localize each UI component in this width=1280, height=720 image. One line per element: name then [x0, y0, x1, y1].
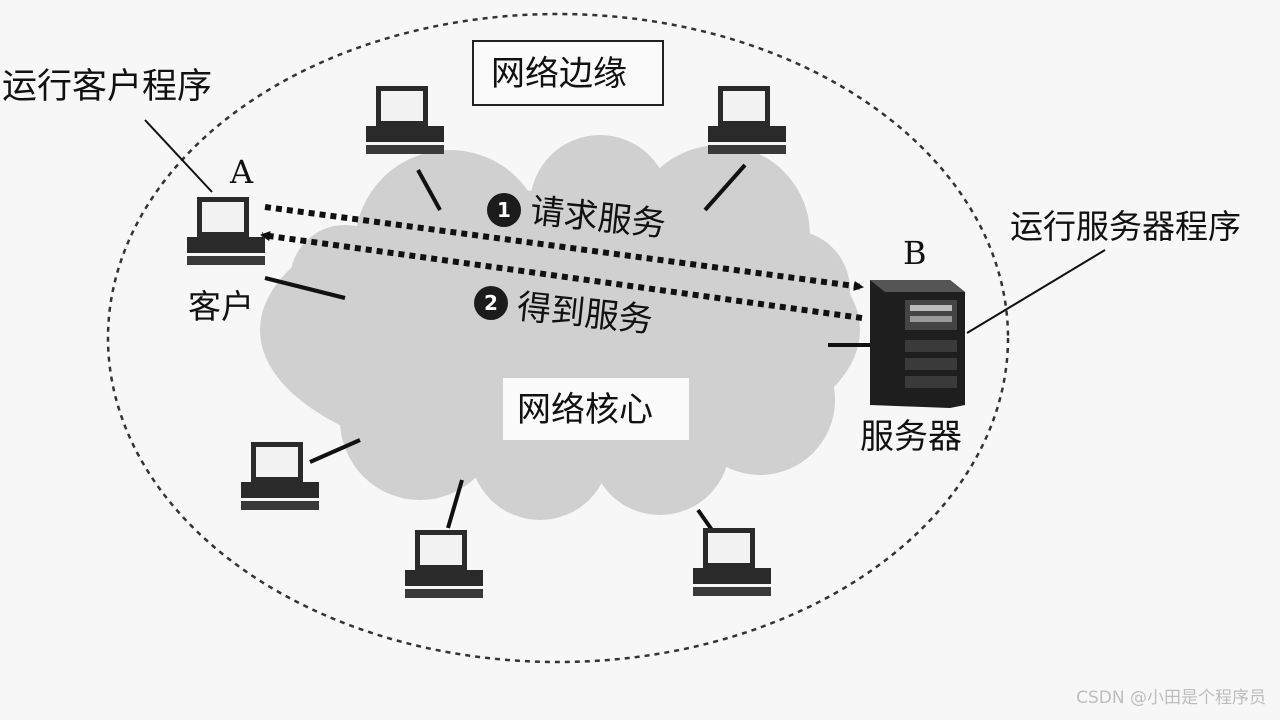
host-computer-icon — [241, 442, 319, 510]
server-name: 服务器 — [860, 417, 962, 457]
network-edge-label: 网络边缘 — [491, 54, 627, 94]
access-links — [264, 163, 872, 532]
server-letter: B — [903, 234, 927, 272]
network-core-box — [503, 378, 689, 440]
network-edge-boundary — [106, 12, 1010, 664]
client-leader-line — [144, 119, 213, 193]
network-edge-box — [472, 40, 664, 106]
server-icon — [870, 280, 965, 408]
step-1-badge: 1 — [487, 193, 521, 227]
request-arrow — [264, 204, 864, 291]
watermark: CSDN @小田是个程序员 — [1076, 688, 1266, 708]
server-leader-line — [966, 249, 1106, 334]
host-computer-icon — [708, 86, 786, 154]
client-caption: 运行客户程序 — [2, 67, 213, 107]
host-computer-icon — [405, 530, 483, 598]
host-computer-icon — [366, 86, 444, 154]
client-computer-icon — [187, 197, 265, 265]
client-letter: A — [230, 153, 254, 191]
network-core-label: 网络核心 — [517, 390, 653, 430]
response-arrow — [260, 231, 863, 321]
server-caption: 运行服务器程序 — [1010, 207, 1241, 246]
step-2-badge: 2 — [474, 286, 508, 320]
client-name: 客户 — [188, 287, 254, 326]
host-computer-icon — [693, 528, 771, 596]
